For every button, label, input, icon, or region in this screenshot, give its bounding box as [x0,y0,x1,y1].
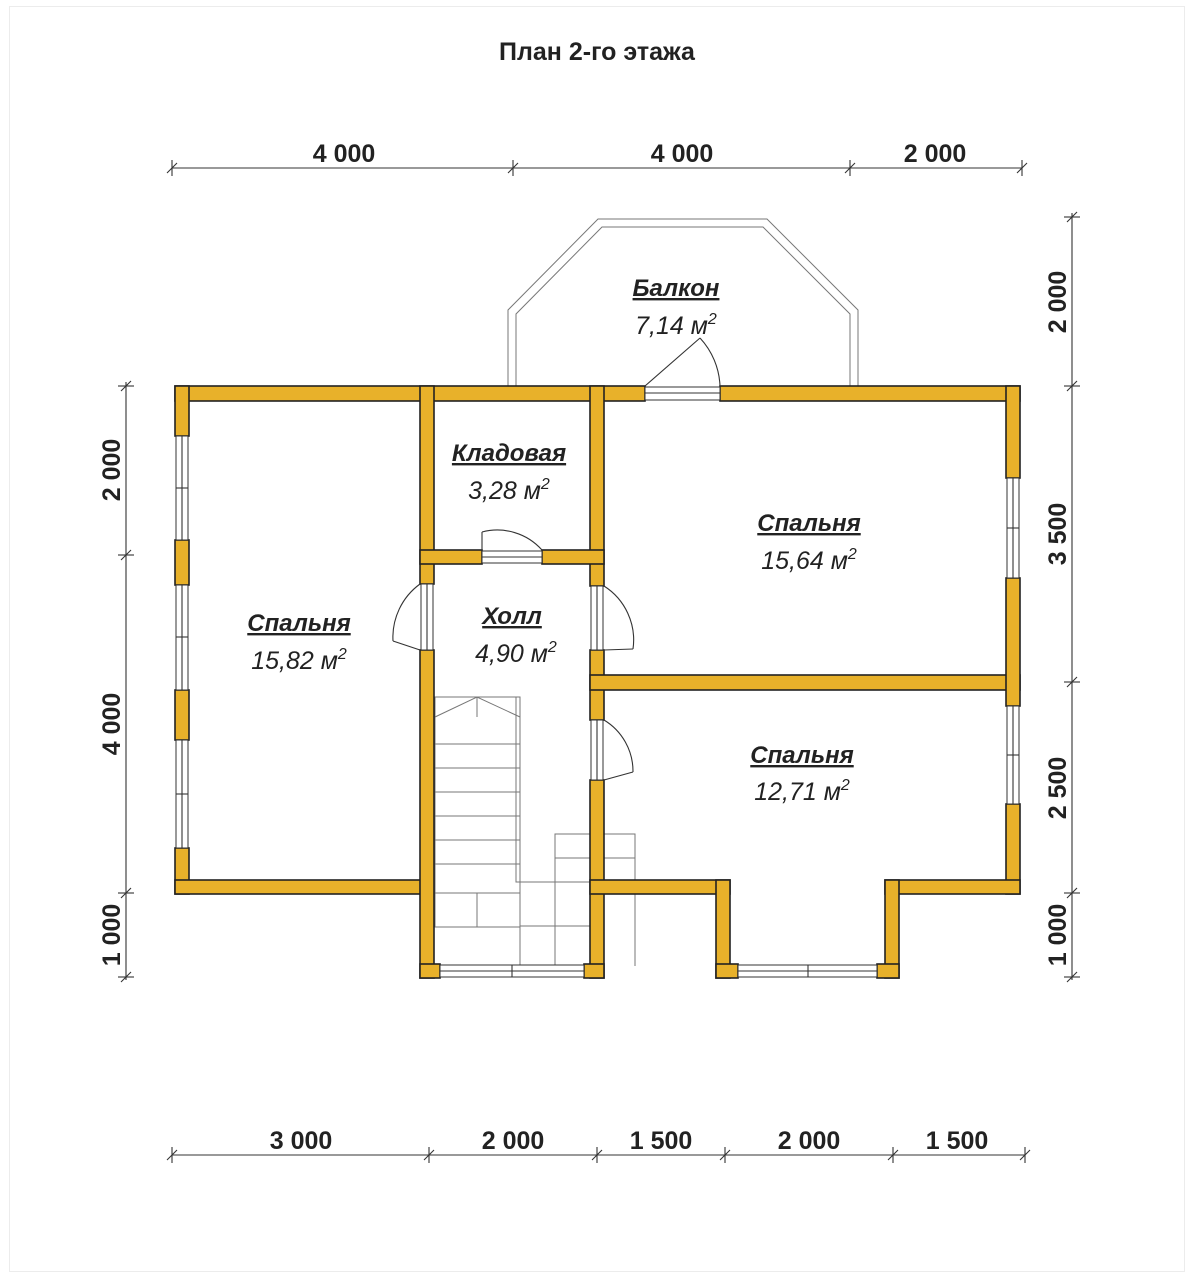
dim-right-4: 1 000 [1044,904,1072,967]
room-hall: Холл 4,90 м2 [475,603,557,668]
dim-right-3: 2 500 [1044,757,1072,820]
walls [174,385,1021,979]
dimension-bottom: 3 000 2 000 1 500 2 000 1 500 [166,1127,1031,1163]
room-storage: Кладовая 3,28 м2 [452,440,566,505]
dim-left-1: 2 000 [98,439,126,502]
room-area: 12,71 м2 [754,777,850,806]
room-name: Кладовая [452,440,566,467]
dim-left-3: 1 000 [98,904,126,967]
plan-frame [9,6,1185,1272]
windows [175,435,1020,978]
room-bedroom-se: Спальня 12,71 м2 [750,742,853,806]
room-bedroom-ne: Спальня 15,64 м2 [757,510,860,575]
dim-left-2: 4 000 [98,693,126,756]
dim-top-1: 4 000 [313,140,376,168]
doors [392,337,721,781]
balcony-outline [507,218,859,386]
plan-title: План 2-го этажа [499,38,696,66]
room-name: Холл [480,603,542,630]
dim-bottom-5: 1 500 [926,1127,989,1155]
room-bedroom-w: Спальня 15,82 м2 [247,610,350,675]
room-area: 7,14 м2 [635,311,717,340]
dim-right-2: 3 500 [1044,503,1072,566]
dim-top-2: 4 000 [651,140,714,168]
room-name: Спальня [750,742,853,769]
room-area: 4,90 м2 [475,639,557,668]
dimension-left: 2 000 4 000 1 000 [98,380,134,983]
staircase [434,696,636,971]
dimension-right: 2 000 3 500 2 500 1 000 [1044,211,1080,983]
room-area: 15,82 м2 [251,646,347,675]
dim-bottom-1: 3 000 [270,1127,333,1155]
room-name: Спальня [247,610,350,637]
dimension-top: 4 000 4 000 2 000 [166,140,1028,176]
dim-top-3: 2 000 [904,140,967,168]
dim-bottom-4: 2 000 [778,1127,841,1155]
dim-right-1: 2 000 [1044,271,1072,334]
room-name: Балкон [633,275,720,302]
dim-bottom-2: 2 000 [482,1127,545,1155]
room-name: Спальня [757,510,860,537]
room-area: 15,64 м2 [761,546,857,575]
room-balcony: Балкон 7,14 м2 [633,275,720,340]
room-area: 3,28 м2 [468,476,550,505]
dim-bottom-3: 1 500 [630,1127,693,1155]
